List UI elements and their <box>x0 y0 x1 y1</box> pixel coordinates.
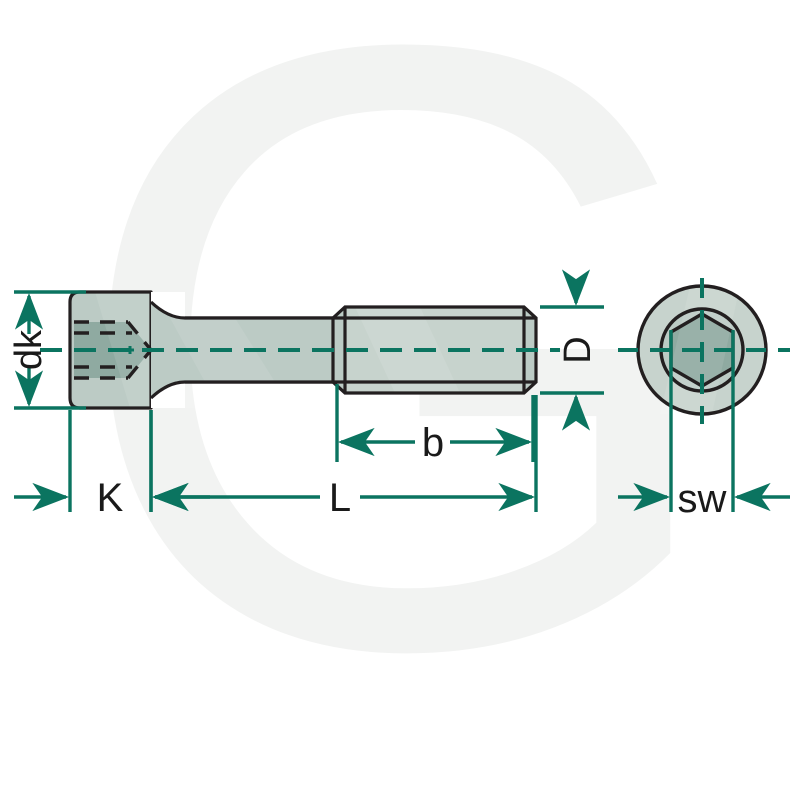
dimension-sw: sw <box>618 330 790 521</box>
K-label: K <box>97 476 124 520</box>
center-cross-mark <box>126 346 134 354</box>
dk-label: dk <box>8 329 50 370</box>
D-label: D <box>557 336 599 363</box>
L-label: L <box>329 476 351 520</box>
hex-socket-hidden-outline <box>74 320 153 380</box>
shank-bottom-edge-2 <box>149 380 333 400</box>
dimension-D: D <box>540 269 604 431</box>
side-view <box>40 290 560 410</box>
b-label: b <box>422 421 444 465</box>
dimension-dk: dk <box>8 290 86 410</box>
shank-top-edge-2 <box>149 300 333 320</box>
fillet-fill-bottom <box>151 382 185 408</box>
fillet-fill-top <box>151 292 185 318</box>
dimension-L: L <box>149 395 538 520</box>
dimension-b: b <box>335 384 535 465</box>
screw-shank-fill <box>151 302 333 398</box>
sw-label: sw <box>678 477 727 521</box>
thread-core-highlight <box>355 307 460 393</box>
